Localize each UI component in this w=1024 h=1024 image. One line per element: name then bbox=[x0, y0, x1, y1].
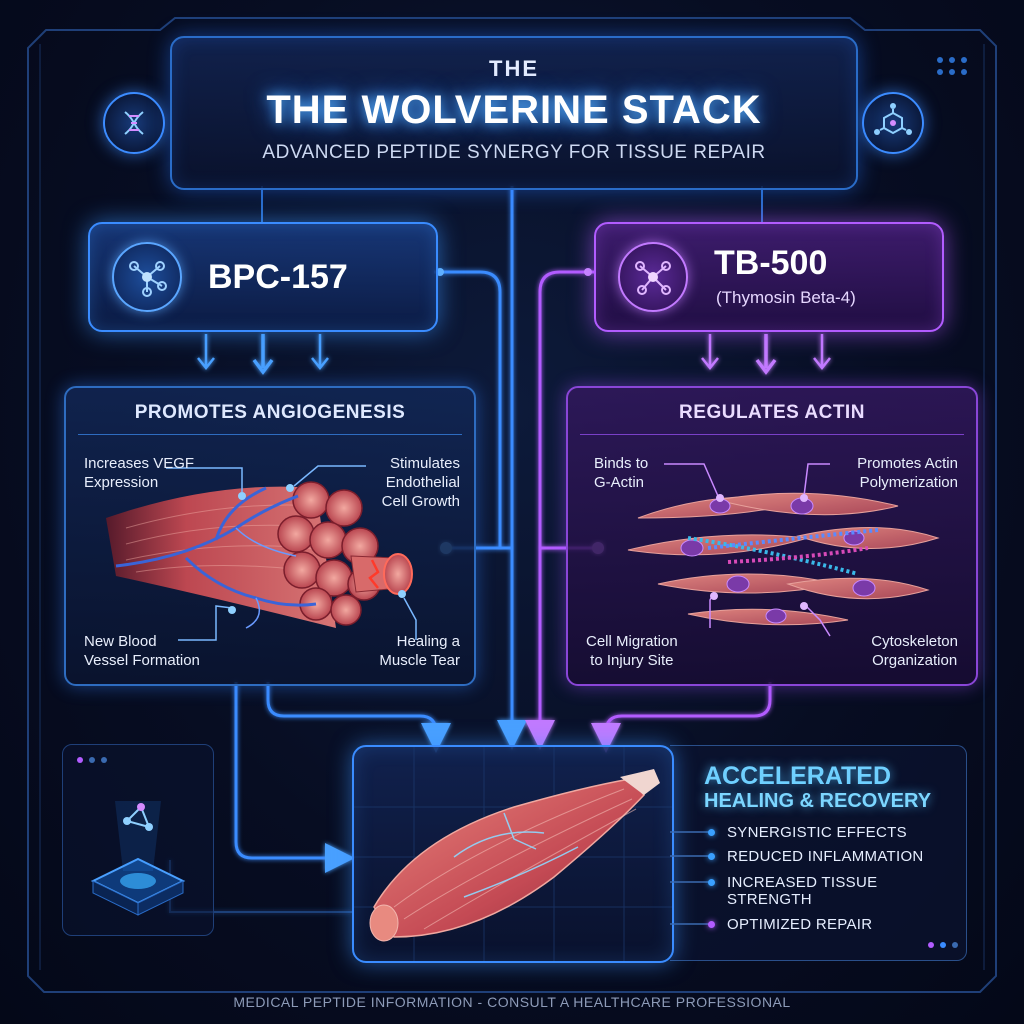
wire-node bbox=[436, 268, 444, 276]
actin-panel: REGULATES ACTIN bbox=[566, 386, 978, 686]
status-dots bbox=[77, 757, 107, 763]
header-panel: THE THE WOLVERINE STACK ADVANCED PEPTIDE… bbox=[170, 36, 858, 190]
bullet-dot bbox=[708, 829, 715, 836]
result-title: ACCELERATED bbox=[704, 762, 892, 790]
peptide-card-tb500: TB-500 (Thymosin Beta-4) bbox=[594, 222, 944, 332]
muscle-tear-illustration bbox=[106, 465, 417, 641]
bpc-down-arrows bbox=[197, 334, 329, 375]
status-dots bbox=[928, 942, 958, 948]
panel-title: REGULATES ACTIN bbox=[679, 402, 865, 423]
healed-muscle-illustration bbox=[354, 747, 672, 961]
actin-cells-illustration bbox=[627, 463, 940, 637]
footer-disclaimer: MEDICAL PEPTIDE INFORMATION - CONSULT A … bbox=[233, 994, 791, 1010]
molecule-icon bbox=[618, 242, 688, 312]
angiogenesis-panel: PROMOTES ANGIOGENESIS bbox=[64, 386, 476, 686]
molecule-icon bbox=[862, 92, 924, 154]
result-connector-lines bbox=[670, 831, 710, 925]
result-panel bbox=[670, 745, 967, 961]
result-item-repair: OPTIMIZED REPAIR bbox=[727, 916, 873, 933]
result-item-synergy: SYNERGISTIC EFFECTS bbox=[727, 824, 907, 841]
peptide-name: TB-500 bbox=[714, 244, 828, 282]
hologram-panel bbox=[62, 744, 214, 936]
panel-title: PROMOTES ANGIOGENESIS bbox=[134, 402, 406, 423]
tb-down-arrows bbox=[701, 334, 831, 375]
bullet-dot bbox=[708, 853, 715, 860]
peptide-alias: (Thymosin Beta-4) bbox=[716, 288, 856, 307]
page-title: THE WOLVERINE STACK bbox=[266, 88, 762, 132]
page-subtitle: ADVANCED PEPTIDE SYNERGY FOR TISSUE REPA… bbox=[262, 142, 766, 163]
outer-frame bbox=[27, 17, 997, 993]
dna-icon bbox=[103, 92, 165, 154]
bullet-dot bbox=[708, 921, 715, 928]
molecule-icon bbox=[112, 242, 182, 312]
hologram-molecule-icon bbox=[90, 801, 186, 916]
peptide-card-bpc157: BPC-157 bbox=[88, 222, 438, 332]
bullet-dot bbox=[708, 879, 715, 886]
result-item-inflammation: REDUCED INFLAMMATION bbox=[727, 848, 924, 865]
wire-node bbox=[584, 268, 592, 276]
header-eyebrow: THE bbox=[489, 56, 539, 81]
result-subtitle: HEALING & RECOVERY bbox=[704, 790, 932, 812]
healed-muscle-box bbox=[352, 745, 674, 963]
peptide-name: BPC-157 bbox=[208, 258, 348, 296]
